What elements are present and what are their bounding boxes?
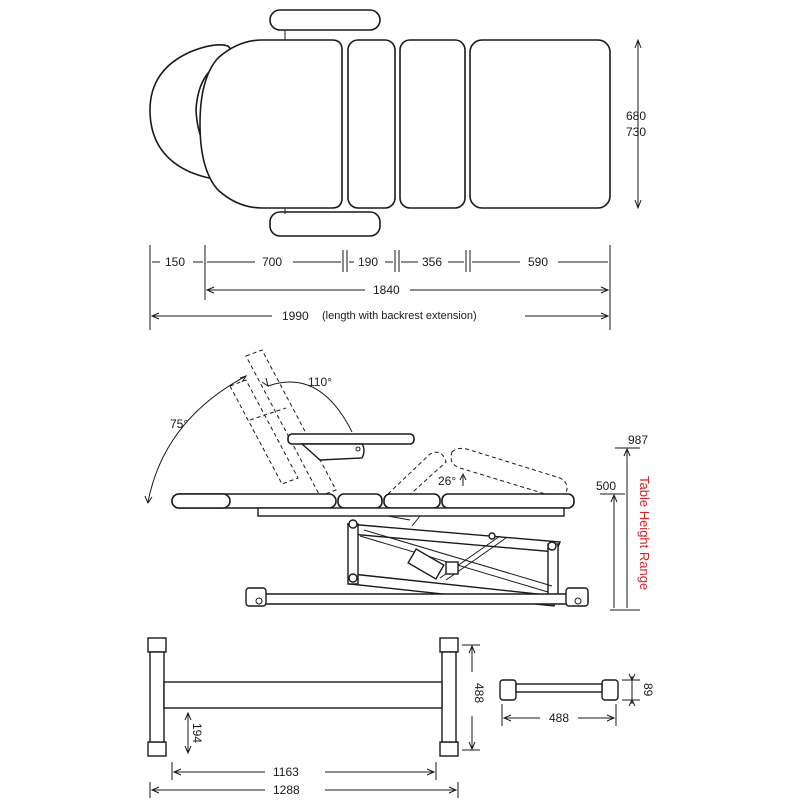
dim-width-680: 680	[626, 109, 646, 123]
base-crossbar	[163, 681, 443, 709]
base-foot-tr	[439, 637, 459, 653]
dim-190: 190	[358, 255, 378, 269]
dim-1840: 1840	[373, 283, 400, 297]
base-upright-right	[441, 651, 457, 743]
dim-1990: 1990	[282, 309, 309, 323]
end-view: 89 488	[499, 673, 655, 726]
side-leg-section-2	[441, 493, 575, 509]
dim-150: 150	[165, 255, 185, 269]
angle-75-label: 75°	[170, 417, 188, 431]
end-foot-left	[499, 679, 517, 701]
dim-height-500: 500	[596, 479, 616, 493]
base-foot-tl	[147, 637, 167, 653]
base-foot-br	[439, 741, 459, 757]
back-section	[199, 39, 343, 209]
armrest-top	[269, 9, 381, 31]
side-leg-section-1	[383, 493, 441, 509]
top-view: 680 730 150 700 190 356 590 1840	[149, 9, 646, 330]
head-rest	[149, 44, 232, 180]
dim-height-987: 987	[628, 433, 648, 447]
table-height-range-label: Table Height Range	[637, 476, 652, 590]
seat-section	[347, 39, 396, 209]
dim-488-vertical: 488	[472, 683, 486, 703]
base-frame-view: 488 194 1163 1288	[147, 637, 486, 798]
lift-arm-1	[347, 523, 562, 553]
base-rail	[249, 593, 589, 605]
dim-1163: 1163	[273, 765, 299, 779]
dim-356: 356	[422, 255, 442, 269]
base-upright-left	[149, 651, 165, 743]
dim-1288: 1288	[273, 783, 300, 797]
end-foot-right	[601, 679, 619, 701]
backrest-raised-outline	[245, 349, 337, 497]
dim-width-730: 730	[626, 125, 646, 139]
dim-194: 194	[190, 723, 204, 743]
base-foot-bl	[147, 741, 167, 757]
legs-raised-outline	[387, 451, 447, 501]
dim-89: 89	[641, 683, 655, 697]
side-seat-section	[337, 493, 383, 509]
angle-110-label: 110°	[308, 375, 332, 389]
dim-700: 700	[262, 255, 282, 269]
angle-arc-110	[267, 381, 353, 433]
dim-590: 590	[528, 255, 548, 269]
angle-arc-75	[147, 375, 247, 503]
end-bar	[515, 683, 603, 693]
dim-1990-note: (length with backrest extension)	[322, 310, 477, 322]
leg-section-1	[399, 39, 466, 209]
angle-26-label: 26°	[438, 474, 456, 488]
armrest-side	[287, 433, 415, 445]
side-view: 110° 75° 26° 987 500 Table Height Range	[144, 349, 652, 611]
armrest-bottom	[269, 211, 381, 237]
dim-488-horizontal: 488	[549, 711, 569, 725]
leg-section-2	[469, 39, 611, 209]
